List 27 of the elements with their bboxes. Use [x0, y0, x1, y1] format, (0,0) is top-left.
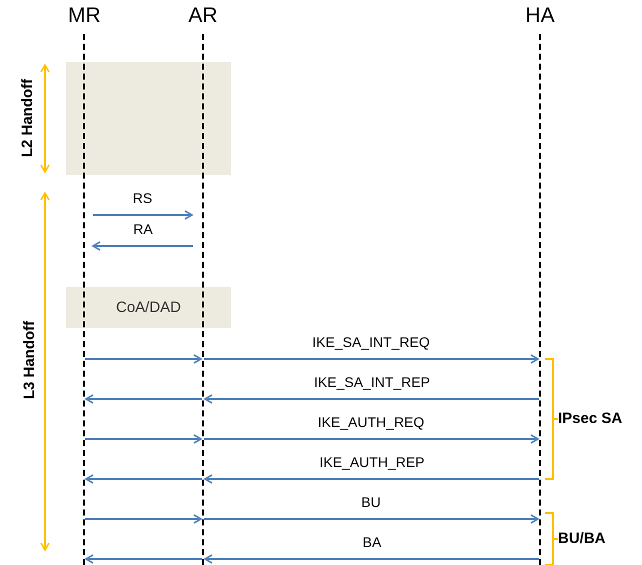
shaded-region	[66, 62, 231, 175]
message-arrow	[204, 474, 539, 484]
message-arrow	[204, 354, 539, 364]
message-arrow	[85, 354, 202, 364]
phase-label: L3 Handoff	[21, 320, 40, 400]
message-arrow	[85, 474, 202, 484]
message-arrow	[204, 394, 539, 404]
edge-label: BA	[360, 534, 384, 550]
message-arrow	[204, 514, 539, 524]
box-label: CoA/DAD	[116, 299, 182, 316]
message-arrow	[85, 394, 202, 404]
process-box	[66, 287, 231, 328]
message-arrow	[92, 241, 193, 251]
message-arrow	[204, 434, 539, 444]
edge-label: IKE_SA_INT_REP	[312, 374, 432, 390]
lifeline-label: HA	[524, 4, 556, 28]
lifeline-label: MR	[68, 4, 100, 28]
edge-label: RS	[130, 190, 154, 206]
message-arrow	[85, 434, 202, 444]
message-arrow	[85, 554, 202, 564]
message-arrow	[93, 210, 193, 220]
phase-label: L2 Handoff	[19, 78, 38, 158]
edge-label: BU	[359, 494, 383, 510]
message-arrow	[204, 554, 539, 564]
message-arrow	[85, 514, 202, 524]
lifeline-label: AR	[187, 4, 219, 28]
edge-label: RA	[131, 221, 155, 237]
